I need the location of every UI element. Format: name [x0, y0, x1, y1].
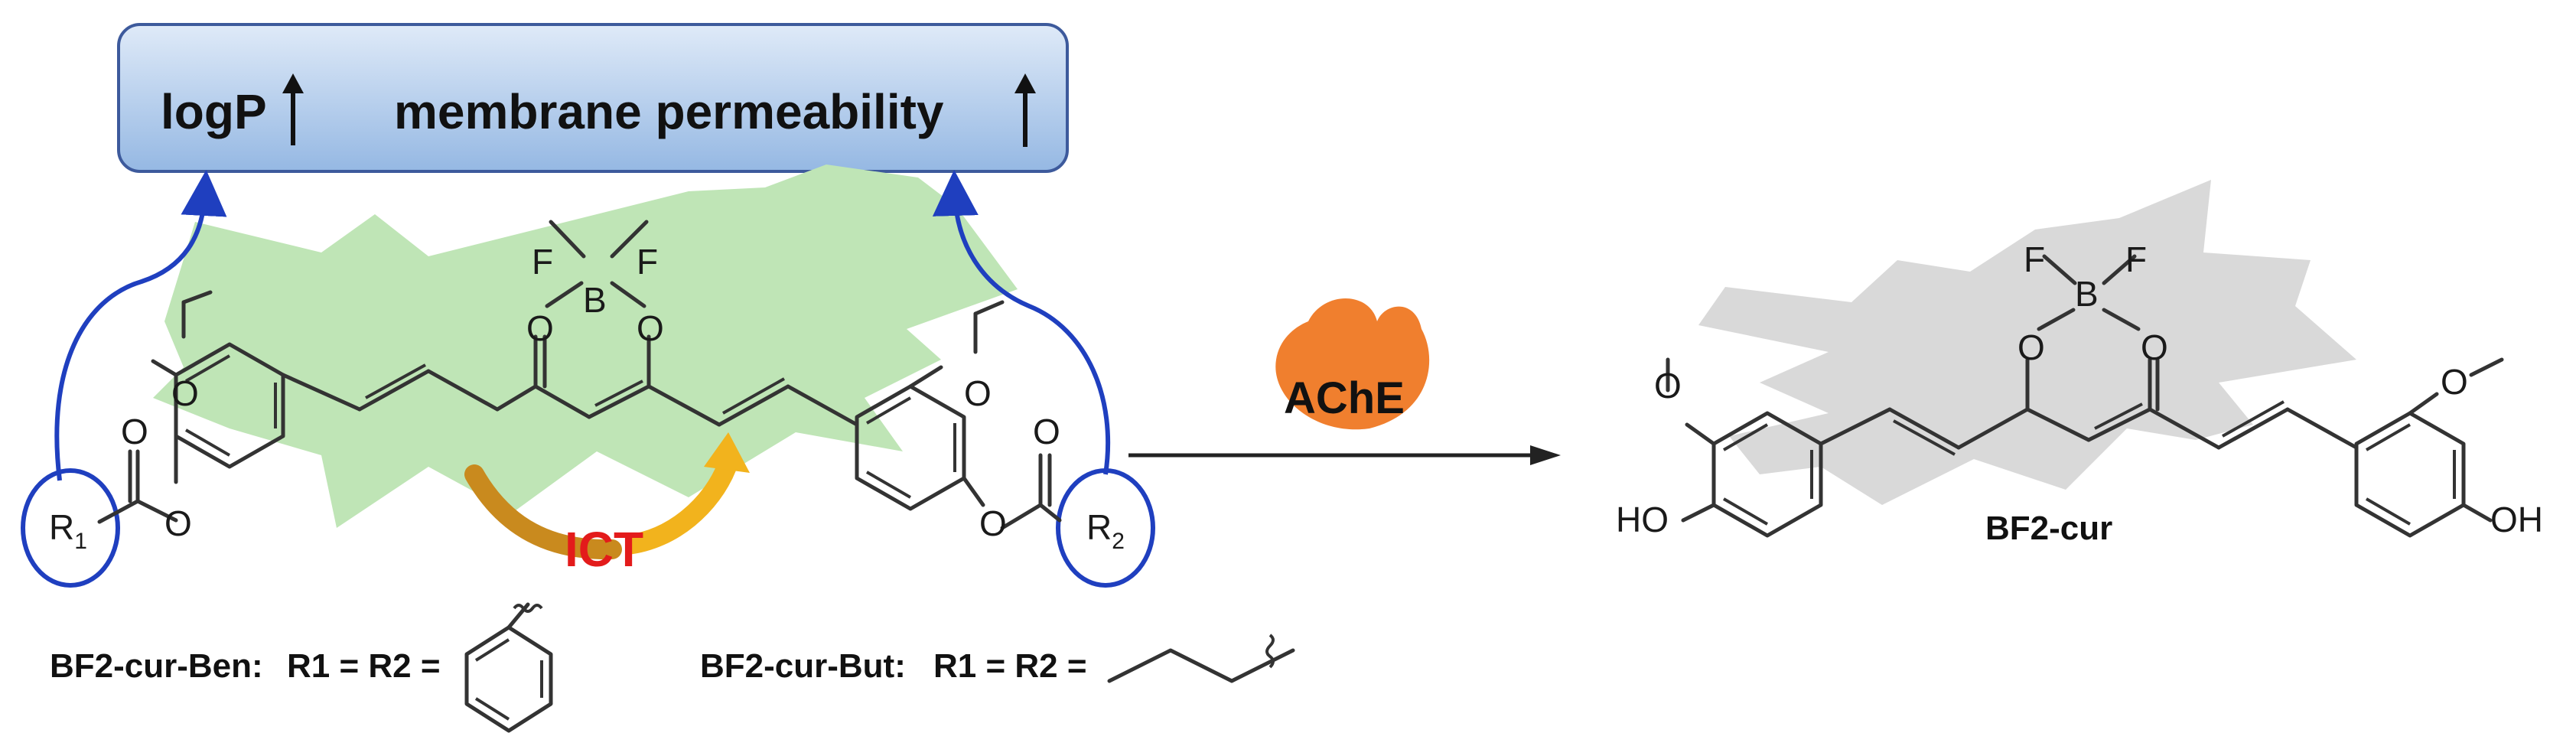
- membrane-permeability-label: membrane permeability: [394, 84, 944, 139]
- ict-arrow-left: [464, 464, 622, 560]
- ben-legend-label: BF2-cur-Ben:: [50, 647, 263, 685]
- ict-arrowhead-icon: [704, 432, 750, 473]
- but-legend-label: BF2-cur-But:: [700, 647, 906, 685]
- ache-enzyme-icon: [1275, 298, 1430, 430]
- atom-b: B: [583, 280, 607, 320]
- but-legend-formula: R1 = R2 =: [933, 647, 1087, 685]
- product-atom-o-methoxy-right: O: [2441, 362, 2468, 402]
- reaction-arrowhead-icon: [1530, 445, 1561, 465]
- r2-to-permeability-arrow: [932, 170, 1111, 475]
- logp-label: logP: [161, 84, 267, 139]
- r1-to-logp-arrow: [54, 170, 227, 481]
- product-atom-o-methoxy-left: O: [1654, 366, 1682, 406]
- product-hydroxyl-left: HO: [1616, 500, 1669, 539]
- atom-o-left-ring: O: [526, 308, 554, 348]
- product-atom-f-left: F: [2024, 239, 2045, 279]
- green-fluorescence-burst: [153, 165, 1018, 528]
- product-atom-f-right: F: [2125, 239, 2147, 279]
- product-hydroxyl-right: OH: [2490, 500, 2543, 539]
- product-label: BF2-cur: [1985, 510, 2112, 547]
- product-atom-o-left-ring: O: [2017, 327, 2045, 367]
- r2-circle: [1056, 468, 1155, 588]
- phenyl-substituent-structure: [464, 602, 553, 733]
- atom-f-left: F: [532, 242, 553, 282]
- atom-o-carbonyl-right: O: [1033, 412, 1060, 451]
- ben-legend-formula: R1 = R2 =: [287, 647, 441, 685]
- bf2-cur-product-structure: [1666, 254, 2504, 538]
- enzyme-label: AChE: [1284, 373, 1405, 423]
- atom-o-methoxy-right: O: [964, 373, 992, 413]
- atom-o-ester-right: O: [979, 503, 1007, 543]
- r2-label: R2: [1086, 507, 1125, 554]
- r1-label: R1: [49, 507, 87, 554]
- bf2-curcumin-ester-structure: [97, 220, 1062, 530]
- atom-f-right: F: [637, 242, 658, 282]
- atom-o-methoxy-left: O: [171, 373, 199, 413]
- ict-arrow-right: [626, 462, 737, 555]
- product-atom-b: B: [2075, 274, 2099, 314]
- product-atom-o-right-ring: O: [2141, 327, 2168, 367]
- atom-o-carbonyl-left: O: [121, 412, 148, 451]
- r1-circle: [21, 468, 120, 588]
- ict-label: ICT: [565, 522, 643, 577]
- logp-up-arrow-icon: [282, 73, 304, 145]
- atom-o-right-ring: O: [637, 308, 664, 348]
- butyl-substituent-structure: [1107, 634, 1295, 683]
- permeability-up-arrow-icon: [1014, 73, 1036, 147]
- property-banner: [117, 23, 1069, 173]
- atom-o-ester-left: O: [164, 503, 192, 543]
